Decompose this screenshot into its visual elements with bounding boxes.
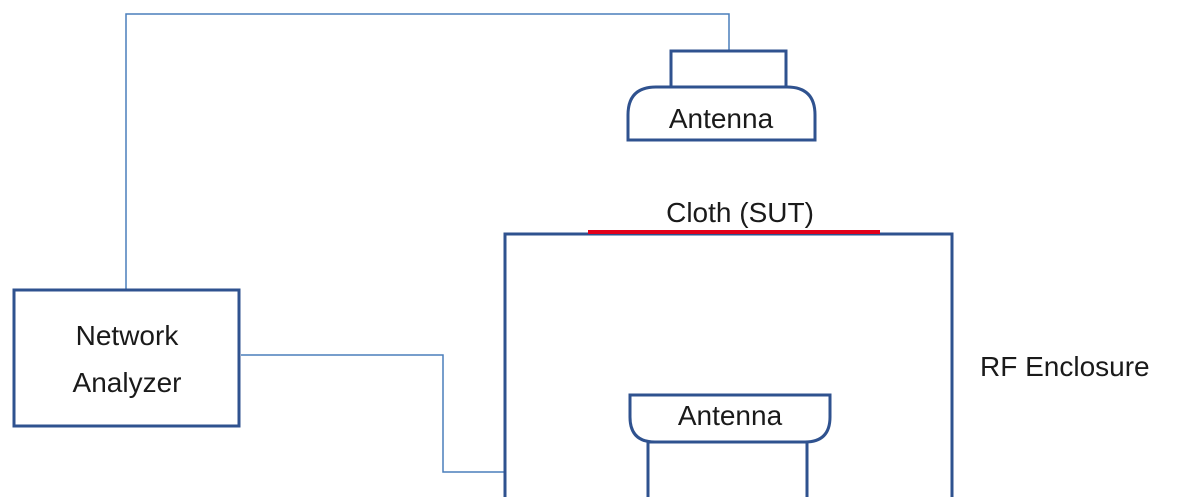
top-antenna: Antenna [626, 49, 817, 142]
cloth-label: Cloth (SUT) [666, 197, 814, 228]
bottom-antenna-mount [646, 440, 809, 497]
top-antenna-mount [669, 49, 788, 89]
network-analyzer-label-line1: Network [76, 320, 180, 351]
top-antenna-label: Antenna [669, 103, 774, 134]
cable-analyzer-to-top-antenna [125, 13, 730, 290]
rf-enclosure-label: RF Enclosure [980, 351, 1150, 382]
top-antenna-body [626, 85, 817, 142]
network-analyzer-label-line2: Analyzer [73, 367, 182, 398]
bottom-antenna-label: Antenna [678, 400, 783, 431]
network-analyzer-box [12, 288, 241, 428]
network-analyzer: Network Analyzer [12, 288, 241, 428]
bottom-antenna-body [628, 393, 832, 444]
rf-enclosure: Cloth (SUT) Antenna [503, 197, 954, 497]
bottom-antenna: Antenna [628, 393, 832, 497]
